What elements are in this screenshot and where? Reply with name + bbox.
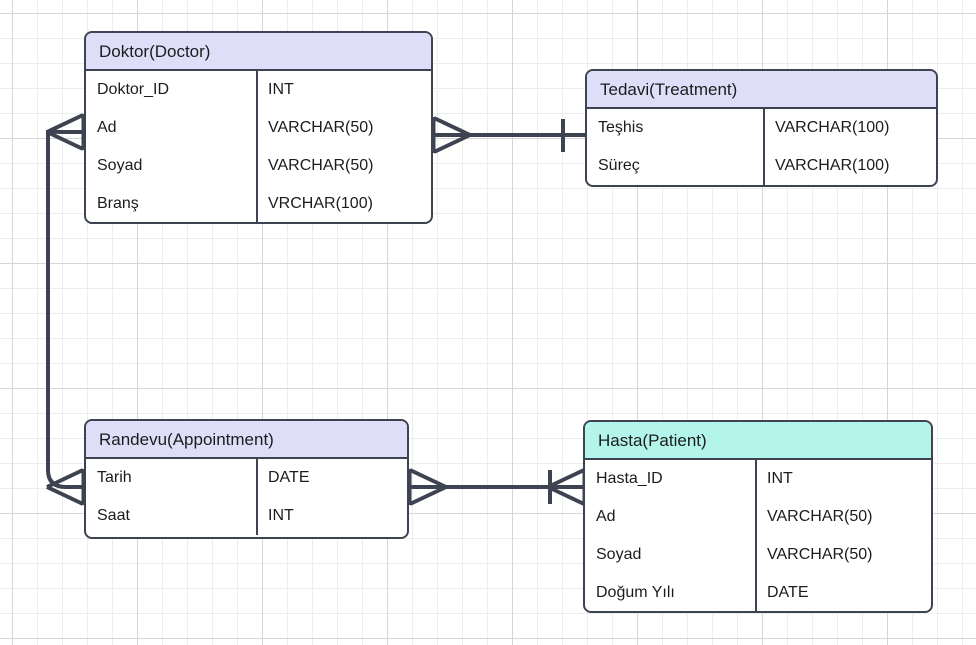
column-divider (256, 71, 258, 222)
entity-hasta-title: Hasta(Patient) (585, 422, 931, 460)
attribute-type: VARCHAR(50) (767, 508, 873, 525)
column-divider (256, 459, 258, 535)
table-row[interactable]: Teşhis VARCHAR(100) (587, 109, 936, 147)
attribute-name: Branş (97, 195, 139, 212)
relationship-doktor-tedavi[interactable] (432, 116, 585, 154)
attribute-type: DATE (767, 584, 809, 601)
attribute-name: Doğum Yılı (596, 584, 675, 601)
table-row[interactable]: Doktor_ID INT (86, 71, 431, 109)
attribute-name: Soyad (596, 546, 642, 563)
attribute-name: Soyad (97, 157, 143, 174)
table-row[interactable]: Doğum Yılı DATE (585, 574, 931, 611)
attribute-name: Teşhis (598, 119, 644, 136)
attribute-name: Doktor_ID (97, 81, 170, 98)
attribute-type: VRCHAR(100) (268, 195, 373, 212)
attribute-type: INT (268, 507, 294, 524)
table-row[interactable]: Hasta_ID INT (585, 460, 931, 498)
attribute-type: INT (767, 470, 793, 487)
table-row[interactable]: Ad VARCHAR(50) (585, 498, 931, 536)
entity-randevu-title: Randevu(Appointment) (86, 421, 407, 459)
attribute-name: Saat (97, 507, 130, 524)
table-row[interactable]: Soyad VARCHAR(50) (86, 147, 431, 185)
entity-doktor-attributes: Doktor_ID INT Ad VARCHAR(50) Soyad VARCH… (86, 71, 431, 222)
column-divider (763, 109, 765, 185)
entity-tedavi-title: Tedavi(Treatment) (587, 71, 936, 109)
entity-doktor[interactable]: Doktor(Doctor) Doktor_ID INT Ad VARCHAR(… (84, 31, 433, 224)
table-row[interactable]: Ad VARCHAR(50) (86, 109, 431, 147)
entity-randevu[interactable]: Randevu(Appointment) Tarih DATE Saat INT (84, 419, 409, 539)
attribute-type: INT (268, 81, 294, 98)
table-row[interactable]: Tarih DATE (86, 459, 407, 497)
entity-doktor-title: Doktor(Doctor) (86, 33, 431, 71)
table-row[interactable]: Soyad VARCHAR(50) (585, 536, 931, 574)
entity-randevu-attributes: Tarih DATE Saat INT (86, 459, 407, 535)
attribute-type: VARCHAR(100) (775, 157, 890, 174)
attribute-name: Ad (97, 119, 117, 136)
attribute-name: Tarih (97, 469, 132, 486)
entity-tedavi[interactable]: Tedavi(Treatment) Teşhis VARCHAR(100) Sü… (585, 69, 938, 187)
attribute-type: VARCHAR(100) (775, 119, 890, 136)
attribute-name: Ad (596, 508, 616, 525)
table-row[interactable]: Saat INT (86, 497, 407, 535)
attribute-name: Hasta_ID (596, 470, 663, 487)
entity-hasta[interactable]: Hasta(Patient) Hasta_ID INT Ad VARCHAR(5… (583, 420, 933, 613)
table-row[interactable]: Branş VRCHAR(100) (86, 185, 431, 222)
relationship-doktor-randevu[interactable] (46, 113, 85, 506)
attribute-type: VARCHAR(50) (767, 546, 873, 563)
relationship-randevu-hasta[interactable] (408, 468, 586, 506)
entity-hasta-attributes: Hasta_ID INT Ad VARCHAR(50) Soyad VARCHA… (585, 460, 931, 611)
attribute-type: VARCHAR(50) (268, 119, 374, 136)
attribute-type: VARCHAR(50) (268, 157, 374, 174)
table-row[interactable]: Süreç VARCHAR(100) (587, 147, 936, 185)
column-divider (755, 460, 757, 611)
entity-tedavi-attributes: Teşhis VARCHAR(100) Süreç VARCHAR(100) (587, 109, 936, 185)
attribute-type: DATE (268, 469, 310, 486)
attribute-name: Süreç (598, 157, 640, 174)
